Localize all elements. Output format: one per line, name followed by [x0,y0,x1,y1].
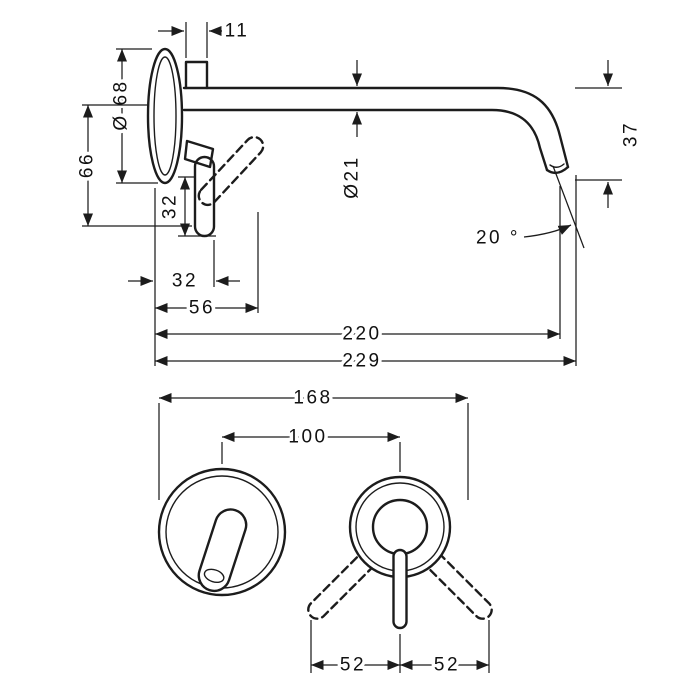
spout-outlet-cap [545,165,570,175]
dim-label-32-vertical: 32 [160,193,181,219]
dim-label-52-left: 52 [340,655,366,676]
dim-220: 220 [155,186,561,348]
spout-bottom-edge [182,108,549,172]
leader-arrow [523,224,572,238]
dim-100: 100 [221,423,401,472]
angle-construction-line [552,165,585,249]
dim-label-52-right: 52 [434,655,460,676]
dim-escutcheon-diameter: Ø 68 [107,48,158,184]
dim-label-20-deg: 20 ° [476,228,520,249]
dim-spout-diameter: Ø21 [338,60,366,202]
dim-37: 37 [575,60,645,208]
dim-label-32-horizontal: 32 [172,271,198,292]
spout-top-edge [182,86,570,169]
dim-label-100: 100 [288,427,327,448]
dim-label-229: 229 [342,351,381,372]
lever-front [392,548,408,630]
side-view: 11 Ø 68 66 32 32 [73,17,645,375]
dim-11: 11 [158,17,250,58]
dim-angle-20: 20 ° [472,165,585,252]
lever-mount-side [183,139,215,169]
wall-escutcheon-inner [153,56,177,176]
dim-32-vertical: 32 [156,176,216,237]
dim-label-spout-dia: Ø21 [342,155,363,198]
spout-connector [184,60,209,90]
dim-52-52: 52 52 [310,620,490,679]
spout-aerator-line [549,163,565,168]
dim-label-168: 168 [293,388,332,409]
front-view: 168 100 [157,384,493,679]
dim-label-220: 220 [342,324,381,345]
dim-label-66: 66 [77,152,98,178]
dim-56: 56 [155,212,259,322]
dim-66: 66 [73,104,192,227]
wall-escutcheon-outer [146,47,184,185]
spout-escutcheon-outer [157,467,287,597]
faucet-body-side [146,47,570,238]
dim-229: 229 [155,175,577,375]
lever-side-swing-dashed [197,135,265,207]
dim-32-horizontal: 32 [128,240,240,295]
spout-front [197,508,248,593]
dim-label-37: 37 [621,121,642,147]
handle-escutcheon-front [307,475,493,630]
spout-tube-front [197,508,248,593]
spout-escutcheon-front [157,467,287,597]
dim-168: 168 [158,384,469,500]
spout-outlet-front [203,568,225,584]
dim-label-56: 56 [189,298,215,319]
dim-label-11: 11 [225,21,250,42]
